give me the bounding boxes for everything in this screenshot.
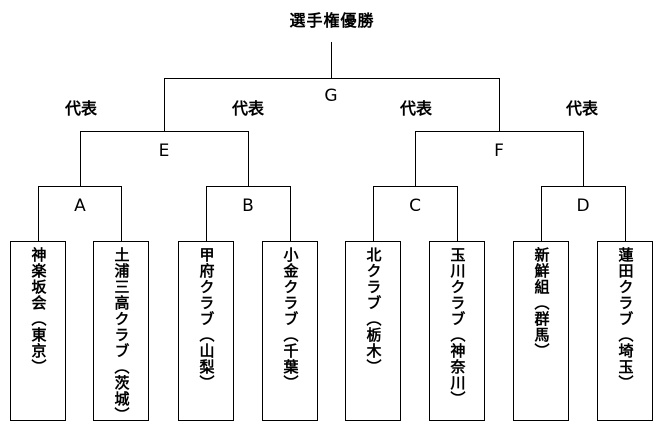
team-8-connector-line	[625, 186, 626, 241]
team-3-connector-line	[206, 186, 207, 241]
team-name: 甲府クラブ（山梨）	[197, 247, 216, 391]
quarter-a-label: A	[74, 196, 86, 216]
team-name: 土浦三高クラブ（茨城）	[112, 247, 131, 421]
quarter-d-stem-line	[583, 131, 584, 186]
team-box-7: 新鮮組（群馬）	[513, 241, 569, 421]
quarter-d-bracket-line	[541, 186, 625, 187]
quarter-c-label: C	[409, 196, 421, 216]
team-name: 神楽坂会（東京）	[29, 247, 48, 375]
rep-label-3: 代表	[399, 99, 432, 118]
quarter-b-stem-line	[248, 131, 249, 186]
final-bracket-line	[164, 78, 500, 79]
quarter-c-stem-line	[415, 131, 416, 186]
bracket-title: 選手権優勝	[289, 11, 375, 30]
semi-right-bracket-line	[415, 131, 583, 132]
team-6-connector-line	[457, 186, 458, 241]
rep-label-4: 代表	[565, 99, 598, 118]
rep-label-1: 代表	[64, 99, 97, 118]
team-1-connector-line	[38, 186, 39, 241]
quarter-b-bracket-line	[206, 186, 290, 187]
team-name: 玉川クラブ（神奈川）	[448, 247, 467, 407]
team-name: 小金クラブ（千葉）	[281, 247, 300, 391]
team-box-3: 甲府クラブ（山梨）	[178, 241, 234, 421]
team-box-1: 神楽坂会（東京）	[10, 241, 66, 421]
semi-left-bracket-line	[80, 131, 248, 132]
team-box-5: 北クラブ（栃木）	[345, 241, 401, 421]
quarter-a-bracket-line	[38, 186, 122, 187]
champion-stem-line	[331, 42, 332, 78]
team-name: 北クラブ（栃木）	[364, 247, 383, 375]
final-label: G	[324, 86, 338, 106]
semi-right-stem-line	[499, 78, 500, 132]
quarter-c-bracket-line	[373, 186, 457, 187]
team-box-4: 小金クラブ（千葉）	[262, 241, 318, 421]
team-box-2: 土浦三高クラブ（茨城）	[93, 241, 149, 421]
semi-right-label: F	[494, 141, 504, 161]
team-4-connector-line	[290, 186, 291, 241]
team-box-6: 玉川クラブ（神奈川）	[429, 241, 485, 421]
team-5-connector-line	[373, 186, 374, 241]
quarter-d-label: D	[576, 196, 590, 216]
quarter-a-stem-line	[80, 131, 81, 186]
team-7-connector-line	[541, 186, 542, 241]
team-name: 蓮田クラブ（埼玉）	[616, 247, 635, 391]
semi-left-stem-line	[164, 78, 165, 132]
team-2-connector-line	[121, 186, 122, 241]
rep-label-2: 代表	[231, 99, 264, 118]
team-name: 新鮮組（群馬）	[532, 247, 551, 359]
semi-left-label: E	[158, 141, 170, 161]
team-box-8: 蓮田クラブ（埼玉）	[597, 241, 653, 421]
quarter-b-label: B	[242, 196, 254, 216]
